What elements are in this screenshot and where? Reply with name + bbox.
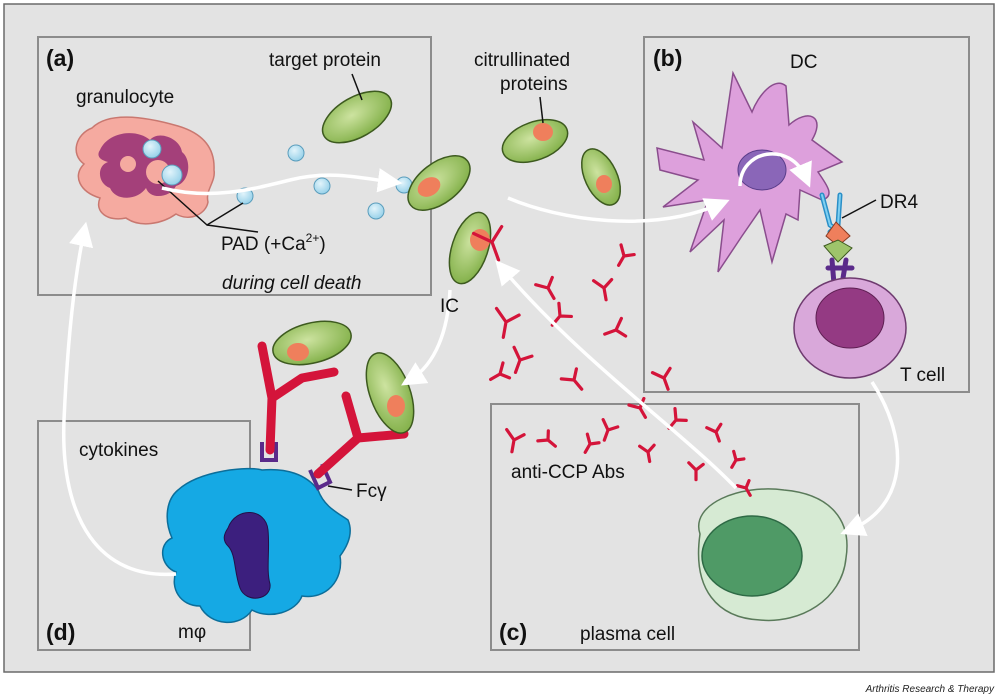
- pad-beads: [142, 139, 413, 220]
- citrullinated-proteins: [407, 96, 622, 285]
- arrow-dc-to-dr4: [738, 152, 812, 188]
- journal-credit: Arthritis Research & Therapy: [865, 684, 994, 695]
- anti-ccp-antibody: [534, 275, 556, 300]
- anti-ccp-antibody: [591, 277, 614, 302]
- arrow-plasma-to-ic: [495, 259, 738, 490]
- arrow-proteins-to-dc: [507, 196, 730, 223]
- pad-bead: [367, 202, 385, 220]
- anti-ccp-antibody: [735, 479, 752, 497]
- bound-protein: [272, 320, 352, 366]
- plasma-cell-label: plasma cell: [580, 624, 675, 645]
- granulocyte-label: granulocyte: [76, 87, 174, 108]
- pad-label: PAD (+Ca2+): [221, 231, 326, 255]
- anti-ccp-antibody: [650, 366, 672, 391]
- t-cell: [793, 277, 907, 379]
- fc-gamma-receptors: [260, 442, 353, 491]
- anti-ccp-label: anti-CCP Abs: [511, 462, 625, 483]
- plasma-cell-nucleus: [701, 515, 803, 597]
- anti-ccp-antibody: [616, 243, 636, 267]
- arrow-ic-to-macrophage: [401, 289, 452, 386]
- t-cell-label: T cell: [900, 365, 945, 386]
- anti-ccp-antibody: [638, 443, 656, 464]
- citrullinated-protein: [580, 148, 622, 206]
- macrophage-nucleus: [223, 512, 271, 599]
- bound-antibodies: [257, 341, 409, 479]
- immune-complex-protein: [448, 211, 492, 285]
- ic-label: IC: [440, 296, 459, 317]
- plasma-cell: [697, 488, 848, 622]
- t-cell-nucleus: [815, 287, 885, 349]
- panel-d-label: (d): [46, 619, 75, 645]
- citrullinated-protein: [407, 155, 471, 211]
- anti-ccp-antibody: [705, 422, 723, 443]
- panel-c-label: (c): [499, 619, 527, 645]
- anti-ccp-antibodies: [471, 224, 752, 497]
- macrophage: [162, 467, 351, 624]
- pad-bead: [161, 164, 183, 186]
- flow-arrows: [62, 152, 900, 577]
- citrullinated-label-line2: proteins: [500, 74, 568, 95]
- anti-ccp-antibody: [583, 432, 601, 454]
- anti-ccp-antibody: [730, 449, 746, 469]
- pad-bead: [313, 177, 331, 195]
- dc-label: DC: [790, 52, 817, 73]
- panel-b-label: (b): [653, 45, 682, 71]
- target-protein-label: target protein: [269, 50, 381, 71]
- pad-bead: [142, 139, 162, 159]
- citrullinated-label-line1: citrullinated: [474, 50, 570, 71]
- anti-ccp-antibody: [601, 418, 620, 442]
- anti-ccp-antibody: [603, 316, 628, 338]
- anti-ccp-antibody: [494, 306, 521, 339]
- pad-leader-line: [157, 180, 259, 233]
- panel-b-frame: [643, 36, 970, 393]
- anti-ccp-antibody: [489, 361, 512, 382]
- arrow-tcell-to-plasma: [840, 381, 900, 536]
- arrow-granulocyte-to-proteins: [161, 168, 403, 196]
- anti-ccp-antibody: [512, 345, 534, 375]
- panel-a-label: (a): [46, 45, 74, 71]
- anti-ccp-antibody: [536, 429, 557, 448]
- macrophage-label: mφ: [178, 622, 206, 643]
- anti-ccp-antibody: [505, 427, 526, 454]
- citrullinated-protein: [501, 96, 569, 164]
- anti-ccp-antibody: [471, 224, 504, 262]
- dr4-label: DR4: [880, 192, 918, 213]
- arrow-macrophage-to-granulocyte: [62, 221, 177, 577]
- cytokines-label: cytokines: [79, 440, 158, 461]
- anti-ccp-antibody: [559, 367, 584, 391]
- during-cell-death-label: during cell death: [222, 273, 361, 294]
- target-protein: [321, 73, 393, 144]
- pad-bead: [287, 144, 305, 162]
- fc-gamma-label: Fcγ: [356, 481, 387, 502]
- anti-ccp-antibody: [687, 461, 705, 482]
